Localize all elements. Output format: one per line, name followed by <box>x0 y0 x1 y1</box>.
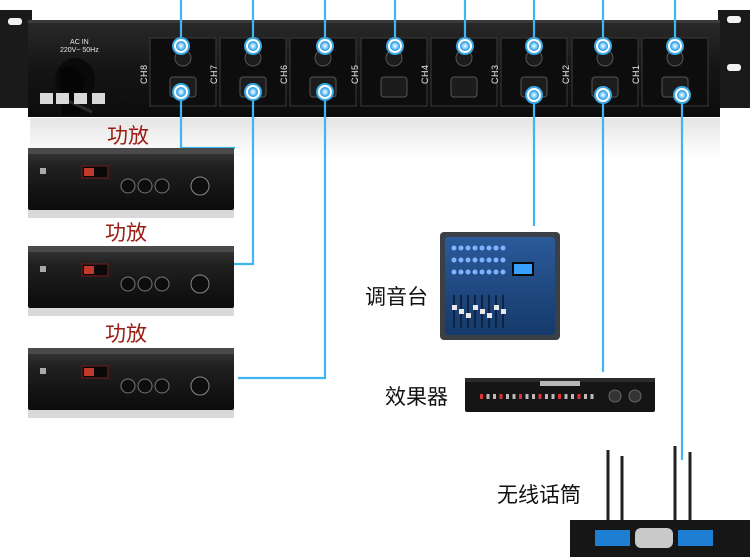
cable-ch6-amp3 <box>238 92 327 380</box>
connection-node <box>456 37 474 55</box>
connection-node <box>244 83 262 101</box>
connection-node <box>525 37 543 55</box>
connection-node <box>594 37 612 55</box>
channel-label-ch2: CH2 <box>561 64 571 84</box>
mixer-device <box>440 232 560 340</box>
rack-ear-right <box>718 10 750 108</box>
connection-node <box>673 86 691 104</box>
connection-node <box>594 86 612 104</box>
wireless-mic-device <box>570 446 750 557</box>
outlet-ch1 <box>641 37 709 107</box>
connection-node <box>386 37 404 55</box>
effects-label: 效果器 <box>385 385 448 409</box>
connection-node <box>172 37 190 55</box>
wireless-mic-label: 无线话筒 <box>497 483 581 507</box>
connection-node <box>316 83 334 101</box>
amplifier-device-2 <box>28 246 234 316</box>
amplifier-device-3 <box>28 348 234 418</box>
channel-label-ch5: CH5 <box>350 64 360 84</box>
effects-device <box>465 378 655 412</box>
ac-in-spec: 220V~ 50Hz <box>60 47 99 54</box>
connection-node <box>316 37 334 55</box>
rack-ear-left <box>0 10 32 108</box>
mixer-label: 调音台 <box>365 285 428 309</box>
connection-node <box>666 37 684 55</box>
warning-icon <box>40 93 105 104</box>
ac-in-label: AC IN 220V~ 50Hz <box>60 39 99 55</box>
amp-label-1: 功放 <box>107 124 149 148</box>
ac-in-text: AC IN <box>70 39 89 46</box>
channel-label-ch1: CH1 <box>631 64 641 84</box>
connection-node <box>525 86 543 104</box>
amp-label-3: 功放 <box>105 322 147 346</box>
channel-label-ch4: CH4 <box>420 64 430 84</box>
channel-label-ch8: CH8 <box>139 64 149 84</box>
amplifier-device-1 <box>28 148 234 218</box>
amp-label-2: 功放 <box>105 221 147 245</box>
outlet-ch5 <box>360 37 428 107</box>
connection-node <box>172 83 190 101</box>
channel-label-ch7: CH7 <box>209 64 219 84</box>
channel-label-ch6: CH6 <box>279 64 289 84</box>
cable-ch7-amp2 <box>233 92 255 266</box>
connection-node <box>244 37 262 55</box>
channel-label-ch3: CH3 <box>490 64 500 84</box>
connection-nodes <box>172 37 691 104</box>
